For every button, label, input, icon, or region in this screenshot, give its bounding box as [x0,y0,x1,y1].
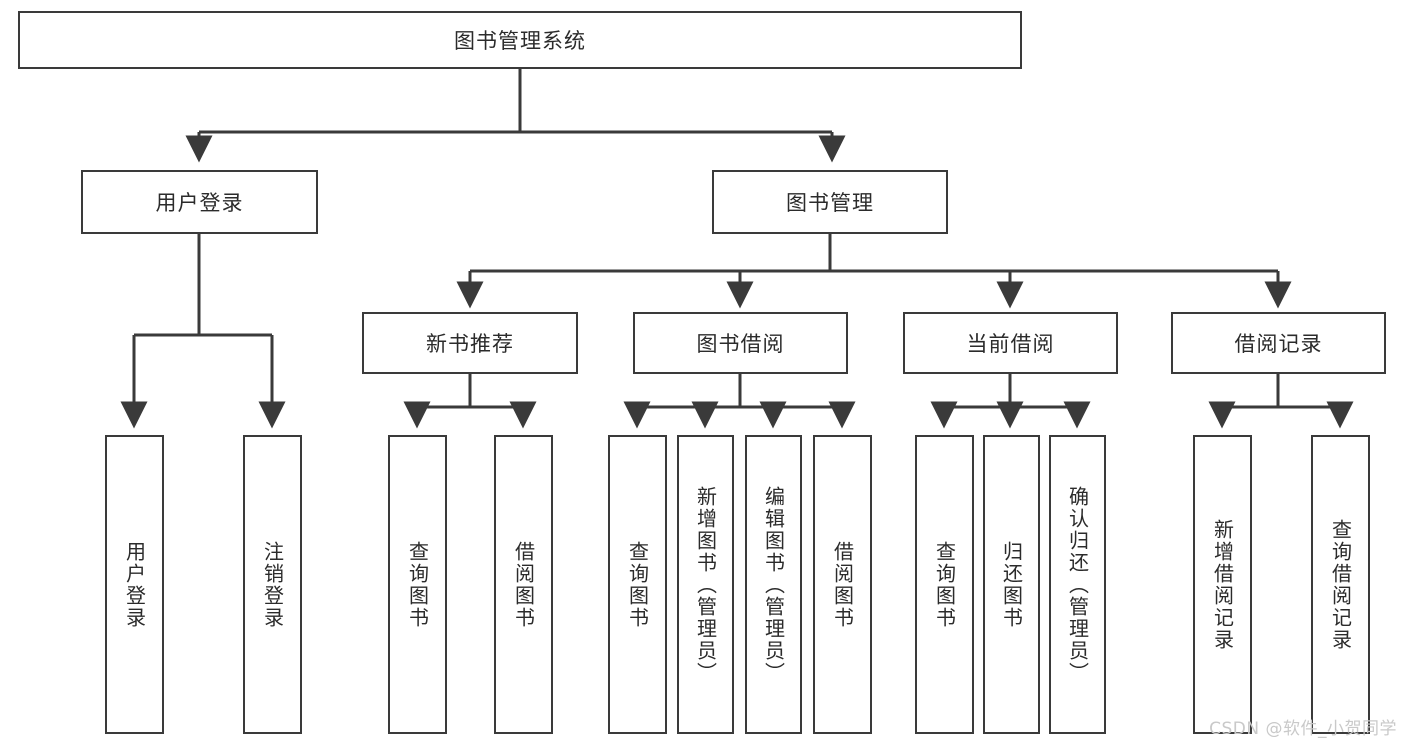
leaf-user-login[interactable]: 用户登录 [105,435,164,734]
node-label: 借阅图书 [830,540,855,629]
node-current-borrow[interactable]: 当前借阅 [903,312,1118,374]
node-label: 图书借阅 [696,332,785,356]
node-label: 查询图书 [932,540,957,629]
node-label: 新增图书（管理员） [693,485,718,684]
node-borrow-record[interactable]: 借阅记录 [1171,312,1386,374]
leaf-add-borrow-record[interactable]: 新增借阅记录 [1193,435,1252,734]
node-user-login[interactable]: 用户登录 [81,170,318,234]
node-label: 图书管理 [786,191,874,215]
node-new-book-recommend[interactable]: 新书推荐 [362,312,578,374]
node-label: 查询图书 [625,540,650,629]
leaf-query-book-recommend[interactable]: 查询图书 [388,435,447,734]
csdn-watermark: CSDN @软件_小贺同学 [1209,719,1397,739]
leaf-confirm-return[interactable]: 确认归还（管理员） [1049,435,1106,734]
node-label: 借阅图书 [511,540,536,629]
node-book-management-system[interactable]: 图书管理系统 [18,11,1022,69]
node-label: 归还图书 [999,540,1024,629]
node-label: 查询图书 [405,540,430,629]
node-label: 确认归还（管理员） [1065,485,1090,684]
node-label: 借阅记录 [1234,332,1323,356]
node-book-manage[interactable]: 图书管理 [712,170,948,234]
node-label: 当前借阅 [966,332,1055,356]
node-label: 新书推荐 [426,332,514,356]
leaf-edit-book[interactable]: 编辑图书（管理员） [745,435,802,734]
leaf-return-book[interactable]: 归还图书 [983,435,1040,734]
leaf-borrow-book[interactable]: 借阅图书 [813,435,872,734]
node-label: 新增借阅记录 [1210,518,1235,651]
node-label: 用户登录 [122,540,147,629]
node-label: 图书管理系统 [454,29,586,53]
node-book-borrow[interactable]: 图书借阅 [633,312,848,374]
leaf-query-book-borrow[interactable]: 查询图书 [608,435,667,734]
leaf-query-book-current[interactable]: 查询图书 [915,435,974,734]
leaf-logout-login[interactable]: 注销登录 [243,435,302,734]
leaf-query-borrow-record[interactable]: 查询借阅记录 [1311,435,1370,734]
node-label: 查询借阅记录 [1328,518,1353,651]
node-label: 注销登录 [260,540,285,629]
node-label: 用户登录 [155,191,244,215]
leaf-add-book[interactable]: 新增图书（管理员） [677,435,734,734]
leaf-borrow-book-recommend[interactable]: 借阅图书 [494,435,553,734]
node-label: 编辑图书（管理员） [761,485,786,684]
